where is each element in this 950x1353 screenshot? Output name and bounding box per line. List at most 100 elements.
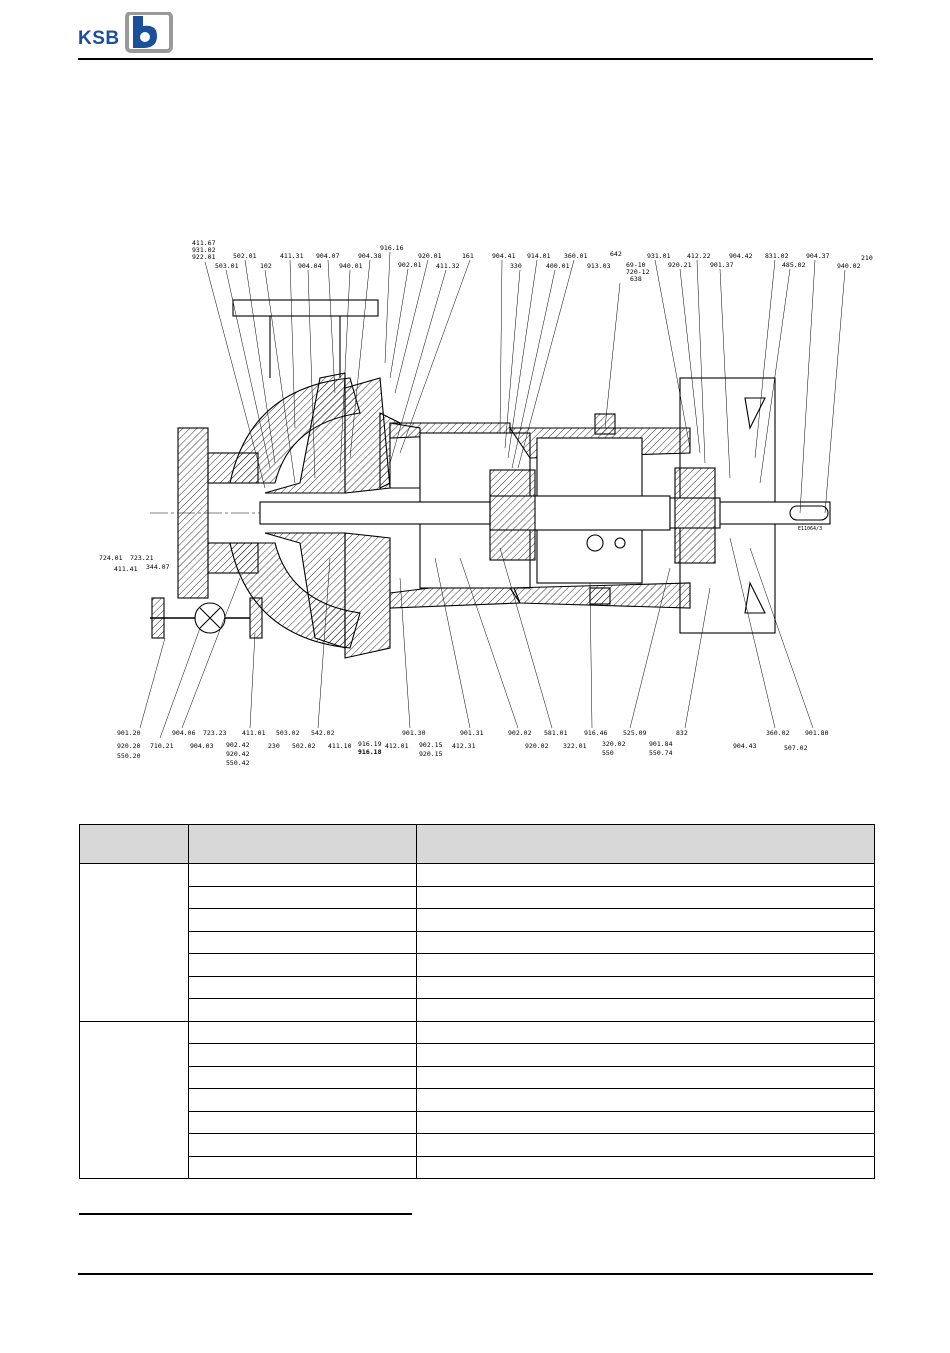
drawing-label: 916.16 [380,244,404,252]
table-cell [416,930,875,954]
drawing-label: 161 [462,252,474,260]
drawing-label: 901.80 [805,729,829,737]
drawing-label: 920.01 [418,252,442,260]
drawing-label: 502.01 [233,252,257,260]
drawing-label: 344.07 [146,563,170,571]
footnote-rule [79,1213,412,1215]
drawing-label: 832 [676,729,688,737]
drawing-label: 360.02 [766,729,790,737]
table-cell [416,975,875,999]
table-header-cell [79,824,189,864]
drawing-label: 904.38 [358,252,382,260]
drawing-label: 360.01 [564,252,588,260]
drawing-label: 230 [268,742,280,750]
leader-lines [139,251,846,739]
drawing-label: 400.01 [546,262,570,270]
table-cell [188,1088,417,1112]
drawing-label: 902.01 [398,261,422,269]
table-cell [188,1110,417,1134]
footer-rule [78,1273,873,1275]
table-row [80,1110,875,1134]
drawing-label: 904.43 [733,742,757,750]
pump-sectional-drawing: 411.67 931.02 922.01 503.01 502.01 102 4… [99,239,873,767]
drawing-label: 724.01 [99,554,123,562]
drawing-label: 411.67 [192,239,216,247]
drawing-label: 330 [510,262,522,270]
drawing-label: 931.02 [192,246,216,254]
ksb-logo: KSB [78,12,178,54]
drawing-label: 920.42 [226,750,250,758]
drawing-label: 720-12 [626,268,650,276]
drawing-label: 503.01 [215,262,239,270]
drawing-label: 210 [861,254,873,262]
table-row [80,908,875,932]
drawing-label: 916.18 [358,748,382,756]
drawing-label: 931.01 [647,252,671,260]
drawing-label: 913.03 [587,262,611,270]
table-cell [188,885,417,909]
drawing-label: 411.31 [280,252,304,260]
drawing-label: 502.02 [292,742,316,750]
table-cell [188,1043,417,1067]
drawing-label: 920.02 [525,742,549,750]
drawing-label: 411.32 [436,262,460,270]
drawing-label: 940.01 [339,262,363,270]
table-header-cell [188,824,417,864]
pump-outline [150,299,831,659]
table-row [80,885,875,909]
table-cell [188,998,417,1022]
drawing-label: 550.42 [226,759,250,767]
drawing-label: 904.04 [298,262,322,270]
table-row [80,1088,875,1112]
drawing-ref: E11064/3 [798,526,822,532]
logo-b-icon [125,12,173,53]
drawing-label: 525.09 [623,729,647,737]
table-cell [416,1155,875,1179]
table-cell [188,975,417,999]
table-cell [188,953,417,977]
drawing-labels: 411.67 931.02 922.01 503.01 502.01 102 4… [99,239,873,767]
drawing-label: 904.03 [190,742,214,750]
drawing-label: 920.15 [419,750,443,758]
drawing-label: 901.20 [117,729,141,737]
table-cell [416,1133,875,1157]
drawing-label: 550 [602,749,614,757]
group-cell [79,1020,189,1179]
table-cell [188,930,417,954]
drawing-label: 503.02 [276,729,300,737]
table-cell [416,1088,875,1112]
drawing-label: 901.30 [402,729,426,737]
parts-table [79,824,875,1179]
table-row [80,998,875,1022]
drawing-label: 901.37 [710,261,734,269]
table-cell [416,1043,875,1067]
table-row [80,930,875,954]
table-cell [188,863,417,887]
drawing-label: 102 [260,262,272,270]
drawing-label: 916.19 [358,740,382,748]
table-header-cell [416,824,875,864]
table-row [79,1020,875,1179]
drawing-label: 412.22 [687,252,711,260]
drawing-label: 638 [630,275,642,283]
table-header-row [79,824,875,864]
drawing-label: 940.02 [837,262,861,270]
drawing-label: 914.01 [527,252,551,260]
logo-wordmark: KSB [78,28,120,49]
drawing-label: 831.02 [765,252,789,260]
table-row [80,1133,875,1157]
table-cell [416,908,875,932]
drawing-label: 904.06 [172,729,196,737]
drawing-label: 723.23 [203,729,227,737]
drawing-label: 550.20 [117,752,141,760]
drawing-label: 904.41 [492,252,516,260]
table-cell [416,998,875,1022]
drawing-label: 485.02 [782,261,806,269]
drawing-label: 550.74 [649,749,673,757]
drawing-label: 322.01 [563,742,587,750]
table-cell [416,1110,875,1134]
drawing-label: 902.02 [508,729,532,737]
drawing-label: 901.31 [460,729,484,737]
drawing-label: 904.07 [316,252,340,260]
table-cell [188,908,417,932]
